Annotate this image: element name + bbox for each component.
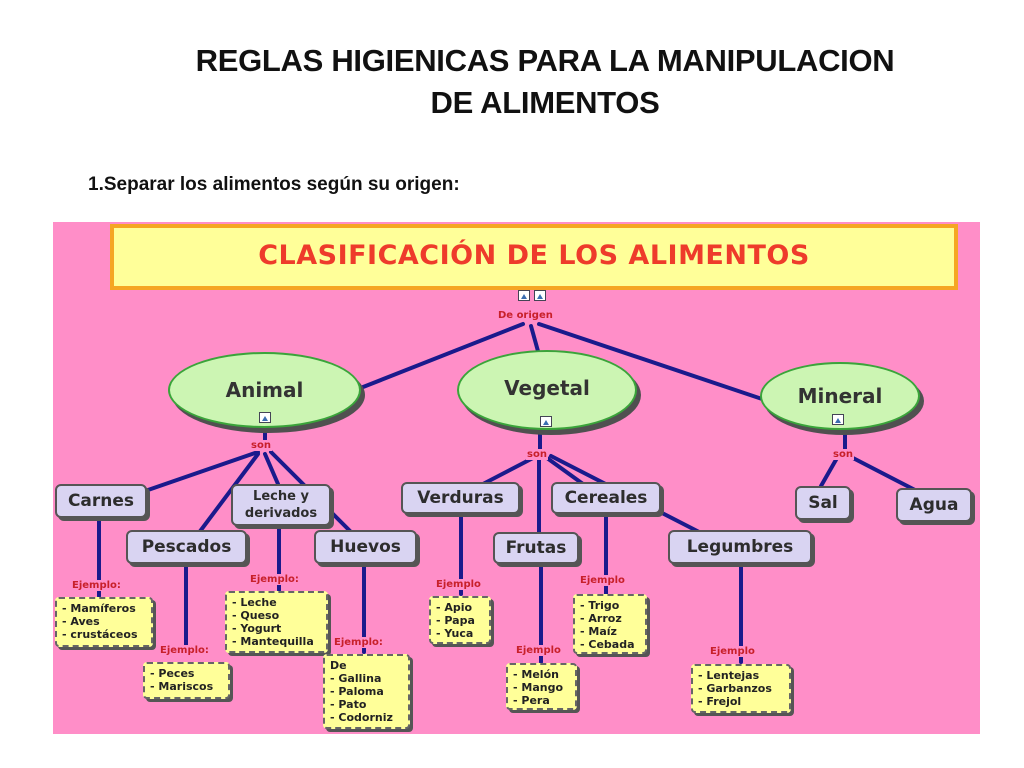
image-placeholder-icon	[832, 414, 844, 425]
slide-title-line2: DE ALIMENTOS	[430, 85, 660, 120]
example-item: - Queso	[232, 609, 280, 622]
example-item: - Frejol	[698, 695, 742, 708]
example-item: - Garbanzos	[698, 682, 772, 695]
connector-son-verduras	[481, 456, 535, 486]
node-pescados: Pescados	[126, 530, 247, 564]
category-animal-label: Animal	[225, 378, 304, 402]
example-box-carnes: - Mamíferos - Aves - crustáceos	[55, 597, 153, 647]
example-item: - Yogurt	[232, 622, 282, 635]
node-leche-line2: derivados	[244, 506, 318, 521]
diagram-banner-title: CLASIFICACIÓN DE LOS ALIMENTOS	[258, 240, 810, 271]
example-item: - Mamíferos	[62, 602, 136, 615]
ejemplo-label-legumbres: Ejemplo	[709, 646, 756, 657]
node-carnes: Carnes	[55, 484, 147, 518]
example-box-huevos: De - Gallina - Paloma - Pato - Codorniz	[323, 654, 410, 729]
category-mineral-label: Mineral	[797, 384, 883, 408]
son-label-animal: son	[250, 440, 272, 451]
connector-root-animal	[356, 322, 525, 391]
node-cereales: Cereales	[551, 482, 661, 514]
example-item: - Mariscos	[150, 680, 214, 693]
example-box-leche: - Leche - Queso - Yogurt - Mantequilla	[225, 591, 328, 653]
ejemplo-label-huevos: Ejemplo:	[333, 637, 384, 648]
example-box-pescados: - Peces - Mariscos	[143, 662, 230, 699]
example-item: - Melón	[513, 668, 559, 681]
example-item: - Lentejas	[698, 669, 760, 682]
slide-subtitle: 1.Separar los alimentos según su origen:	[88, 174, 460, 195]
example-item: - Leche	[232, 596, 277, 609]
image-placeholder-icon	[540, 416, 552, 427]
node-legumbres: Legumbres	[668, 530, 812, 564]
example-box-frutas: - Melón - Mango - Pera	[506, 663, 577, 710]
connector-root-mineral	[537, 322, 773, 404]
image-placeholder-icon	[534, 290, 546, 301]
example-item: - Trigo	[580, 599, 620, 612]
example-item: - Cebada	[580, 638, 635, 651]
ejemplo-label-leche: Ejemplo:	[249, 574, 300, 585]
example-item: De	[330, 659, 347, 672]
slide-title-line1: REGLAS HIGIENICAS PARA LA MANIPULACION	[195, 43, 895, 78]
example-item: - Peces	[150, 667, 195, 680]
connector-son-carnes	[146, 450, 260, 492]
connector-son-leche	[263, 452, 280, 486]
ejemplo-label-frutas: Ejemplo	[515, 645, 562, 656]
node-pescados-label: Pescados	[141, 537, 232, 557]
example-item: - Yuca	[436, 627, 474, 640]
connector-son-sal	[819, 456, 839, 488]
ejemplo-label-cereales: Ejemplo	[579, 575, 626, 586]
example-item: - Pera	[513, 694, 550, 707]
example-item: - Mango	[513, 681, 564, 694]
example-item: - Aves	[62, 615, 100, 628]
example-item: - Codorniz	[330, 711, 393, 724]
node-huevos: Huevos	[314, 530, 417, 564]
connector-son-pescados	[196, 452, 260, 536]
node-verduras: Verduras	[401, 482, 520, 514]
connector-son-agua	[851, 456, 917, 492]
example-item: - Mantequilla	[232, 635, 314, 648]
example-item: - Apio	[436, 601, 473, 614]
node-leche-derivados: Leche y derivados	[231, 484, 331, 526]
node-sal: Sal	[795, 486, 851, 520]
example-item: - Arroz	[580, 612, 622, 625]
connector-son-cereales	[545, 456, 585, 486]
example-item: - crustáceos	[62, 628, 138, 641]
diagram-banner: CLASIFICACIÓN DE LOS ALIMENTOS	[110, 224, 958, 290]
example-item: - Pato	[330, 698, 367, 711]
node-leche-line1: Leche y	[253, 489, 309, 504]
son-label-mineral: son	[832, 449, 854, 460]
example-box-cereales: - Trigo - Arroz - Maíz - Cebada	[573, 594, 647, 654]
connector-lines	[97, 322, 917, 664]
classification-diagram: CLASIFICACIÓN DE LOS ALIMENTOS De origen…	[53, 222, 980, 734]
example-item: - Paloma	[330, 685, 384, 698]
example-box-verduras: - Apio - Papa - Yuca	[429, 596, 491, 644]
slide-title: REGLAS HIGIENICAS PARA LA MANIPULACION D…	[150, 40, 940, 124]
ejemplo-label-verduras: Ejemplo	[435, 579, 482, 590]
category-vegetal-label: Vegetal	[504, 376, 590, 400]
example-box-legumbres: - Lentejas - Garbanzos - Frejol	[691, 664, 791, 713]
node-agua: Agua	[896, 488, 972, 522]
ejemplo-label-carnes: Ejemplo:	[71, 580, 122, 591]
image-placeholder-icon	[518, 290, 530, 301]
root-label: De origen	[497, 310, 554, 321]
son-label-vegetal: son	[526, 449, 548, 460]
example-item: - Gallina	[330, 672, 382, 685]
example-item: - Papa	[436, 614, 475, 627]
ejemplo-label-pescados: Ejemplo:	[159, 645, 210, 656]
image-placeholder-icon	[259, 412, 271, 423]
node-frutas: Frutas	[493, 532, 579, 564]
example-item: - Maíz	[580, 625, 617, 638]
